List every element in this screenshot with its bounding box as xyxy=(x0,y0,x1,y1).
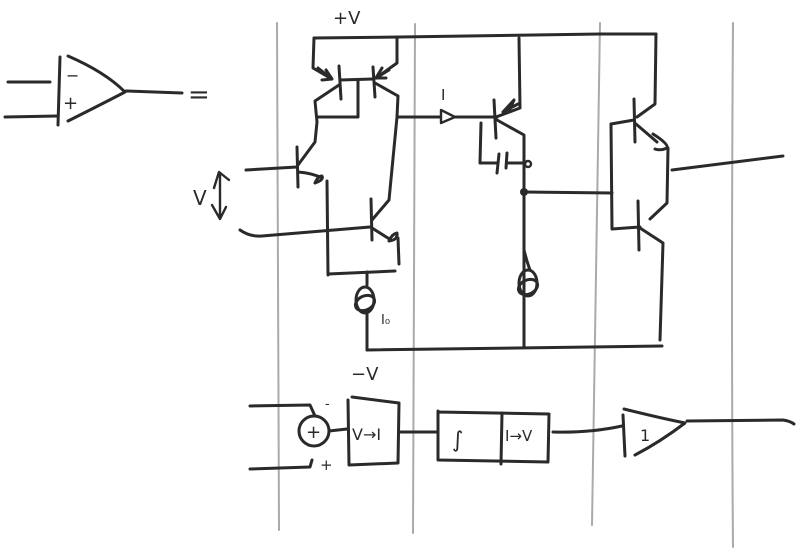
block-v-to-i: V→I xyxy=(352,425,381,444)
equals-sign: = xyxy=(188,80,210,110)
block-diagram: + - + V→I ∫ I→V 1 xyxy=(248,395,796,474)
summer-minus-label: - xyxy=(325,397,330,412)
tail-current-label: I₀ xyxy=(381,313,390,328)
positive-rail xyxy=(312,32,658,40)
current-mirror xyxy=(311,35,400,124)
gain-current-label: I xyxy=(441,86,445,104)
negative-rail xyxy=(365,344,664,352)
opamp-minus-label: − xyxy=(66,66,79,85)
input-voltage-arrow xyxy=(210,170,231,221)
input-stage: V I₀ xyxy=(193,115,401,352)
stage-separators xyxy=(276,22,734,548)
separator-1 xyxy=(276,22,280,531)
block-i-to-v: I→V xyxy=(505,427,533,445)
opamp-symbol: − + = xyxy=(3,54,210,127)
opamp-plus-label: + xyxy=(63,93,78,114)
positive-supply-label: +V xyxy=(333,8,361,29)
summer-plus-label: + xyxy=(320,456,333,474)
input-voltage-label: V xyxy=(193,186,207,210)
gain-stage: I xyxy=(395,36,614,349)
separator-4 xyxy=(731,22,734,548)
block-integrator: ∫ xyxy=(452,428,463,453)
block-buffer-gain: 1 xyxy=(640,426,650,445)
output-stage xyxy=(609,32,785,342)
separator-2 xyxy=(412,23,416,534)
summer-symbol: + xyxy=(306,422,321,443)
negative-supply-label: −V xyxy=(351,364,379,385)
separator-3 xyxy=(591,22,601,526)
